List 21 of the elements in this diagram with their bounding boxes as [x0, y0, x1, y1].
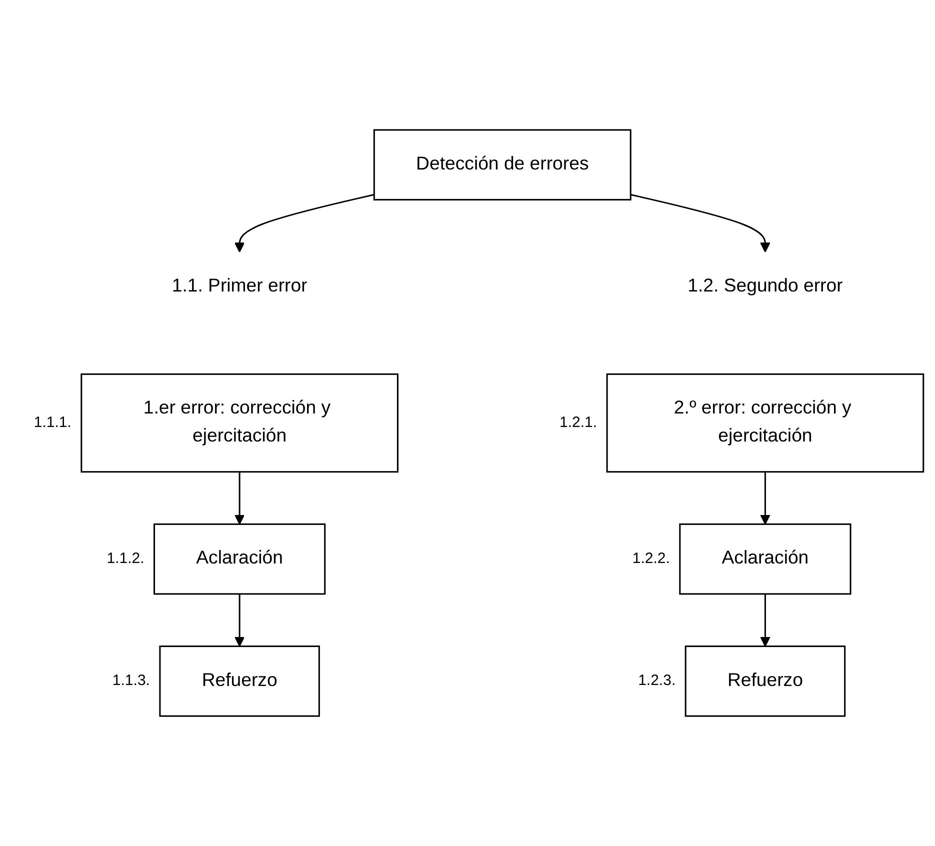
node-box [80, 373, 398, 473]
arrow [234, 472, 245, 525]
arrow [760, 472, 770, 525]
node-box [679, 523, 852, 595]
step-number: 1.1.3. [112, 672, 150, 690]
node-box [373, 129, 632, 200]
node-text: 1.1. Primer error [172, 276, 308, 296]
node-box [159, 646, 320, 717]
node-box [684, 646, 846, 717]
node-box [154, 523, 326, 595]
step-number: 1.2.2. [632, 550, 670, 568]
arrow [760, 594, 770, 647]
step-number: 1.2.3. [638, 672, 676, 690]
node-box [606, 373, 924, 473]
node-text: 1.2. Segundo error [688, 276, 843, 296]
step-number: 1.1.1. [34, 414, 72, 431]
arrow [630, 194, 770, 253]
step-number: 1.1.2. [106, 550, 144, 568]
arrow [234, 594, 245, 647]
step-number: 1.2.1. [560, 414, 598, 431]
arrow [234, 194, 374, 253]
